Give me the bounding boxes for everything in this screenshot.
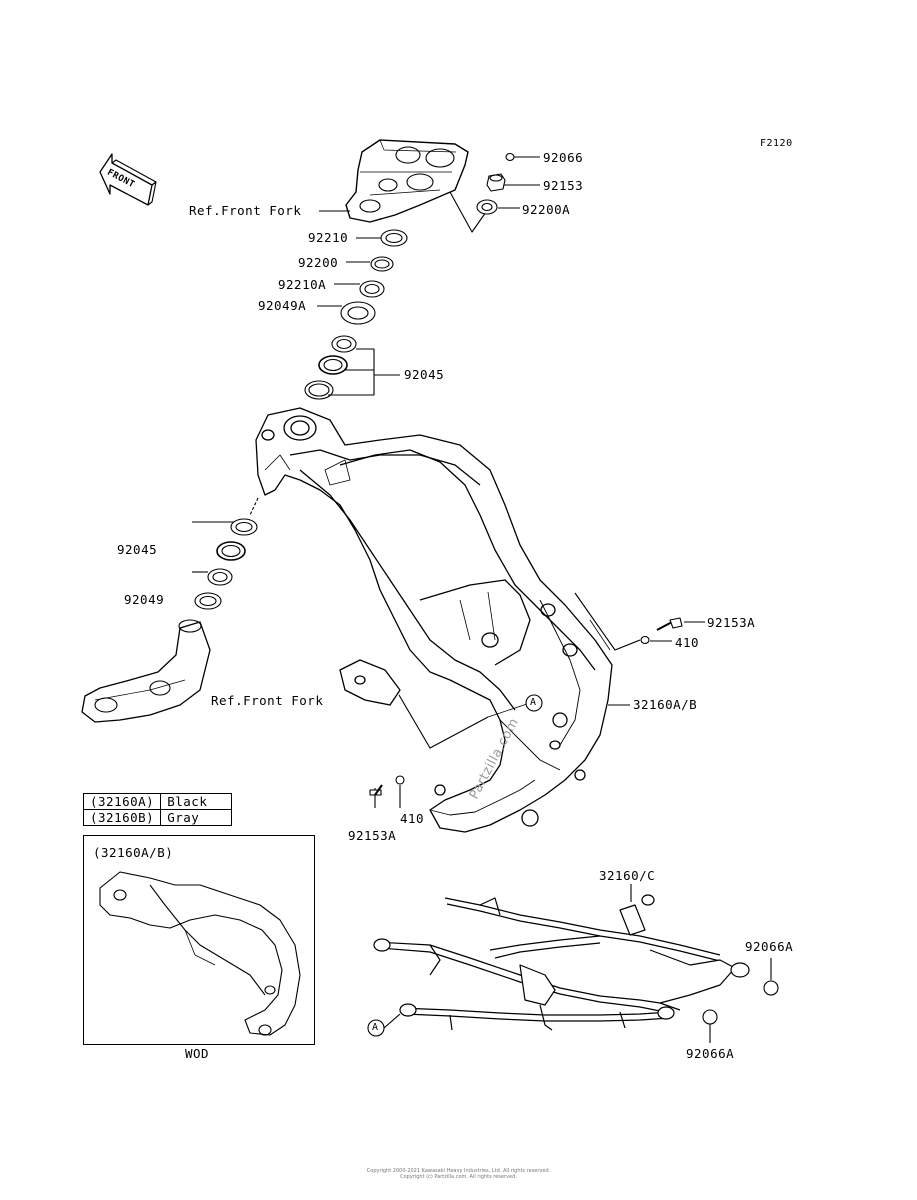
callout-92210: 92210 <box>308 230 349 245</box>
copyright-line-1: Copyright 2000-2021 Kawasaki Heavy Indus… <box>366 1168 551 1174</box>
inset-caption: WOD <box>185 1046 210 1061</box>
callout-32160ab: 32160A/B <box>633 697 698 712</box>
front-arrow-icon <box>99 153 157 206</box>
inset-frame-drawing <box>99 871 301 1036</box>
callout-410-bottom: 410 <box>400 811 425 826</box>
callout-92200a: 92200A <box>522 202 571 217</box>
callout-92066a-right: 92066A <box>745 939 794 954</box>
callout-92045-upper: 92045 <box>404 367 445 382</box>
sub-frame <box>373 894 750 1031</box>
table-row: (32160A) Black <box>82 793 233 810</box>
callout-92049: 92049 <box>124 592 165 607</box>
reference-marker-a-main: A <box>530 697 537 708</box>
table-row: (32160B) Gray <box>82 809 233 826</box>
copyright-line-2: Copyright (c) Partzilla.com. All rights … <box>400 1174 517 1180</box>
ref-front-fork-bottom: Ref.Front Fork <box>211 693 324 708</box>
table-cell-color: Gray <box>160 809 233 826</box>
table-cell-code: (32160A) <box>82 793 162 810</box>
upper-triple-clamp <box>345 139 469 223</box>
callout-410-right: 410 <box>675 635 700 650</box>
callout-92153a-bottom: 92153A <box>348 828 397 843</box>
callout-92153: 92153 <box>543 178 584 193</box>
callout-92049a: 92049A <box>258 298 307 313</box>
copyright-footer: Copyright 2000-2021 Kawasaki Heavy Indus… <box>300 1168 617 1180</box>
figure-code: F2120 <box>760 138 793 149</box>
callout-92066: 92066 <box>543 150 584 165</box>
table-cell-color: Black <box>160 793 233 810</box>
ref-front-fork-top: Ref.Front Fork <box>189 203 302 218</box>
callout-92045-lower: 92045 <box>117 542 158 557</box>
reference-marker-a-subframe: A <box>372 1022 379 1033</box>
inset-box <box>83 835 315 1045</box>
callout-92153a-right: 92153A <box>707 615 756 630</box>
callout-32160c: 32160/C <box>599 868 656 883</box>
main-frame <box>255 407 613 833</box>
callout-92200: 92200 <box>298 255 339 270</box>
callout-92210a: 92210A <box>278 277 327 292</box>
color-code-table: (32160A) Black (32160B) Gray <box>82 793 233 826</box>
inset-title: (32160A/B) <box>93 845 174 860</box>
callout-92066a-bottom: 92066A <box>686 1046 735 1061</box>
table-cell-code: (32160B) <box>82 809 162 826</box>
lower-triple-clamp <box>81 619 211 723</box>
